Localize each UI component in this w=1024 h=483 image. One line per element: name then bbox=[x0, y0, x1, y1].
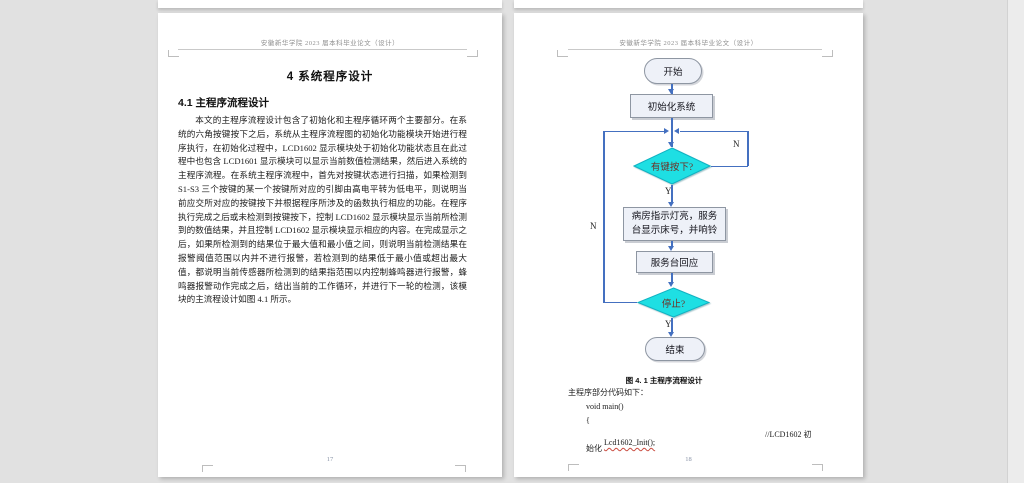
branch-label-y: Y bbox=[665, 319, 672, 329]
connector-line bbox=[671, 318, 673, 332]
page-number: 18 bbox=[685, 456, 692, 463]
arrowhead-icon bbox=[664, 128, 669, 134]
figure-caption: 图 4. 1 主程序流程设计 bbox=[625, 376, 703, 385]
connector-line bbox=[671, 185, 673, 202]
flowchart-node-init: 初始化系统 bbox=[630, 94, 713, 118]
text-boundary-corner-icon bbox=[455, 465, 466, 472]
branch-label-y: Y bbox=[665, 186, 672, 196]
arrowhead-icon bbox=[668, 89, 674, 94]
code-comment: //LCD1602 初 bbox=[765, 430, 812, 439]
branch-label-n: N bbox=[733, 139, 740, 149]
flowchart-node-alert: 病房指示灯亮，服务 台显示床号，并响铃 bbox=[623, 207, 726, 241]
document-page-17: 安徽新华学院 2023 届本科毕业论文（设计） 4 系统程序设计 4.1 主程序… bbox=[158, 13, 502, 477]
code-line-lcd-init: Lcd1602_Init(); bbox=[596, 429, 655, 456]
text-boundary-corner-icon bbox=[202, 465, 213, 472]
arrowhead-icon bbox=[668, 332, 674, 337]
header-rule bbox=[178, 49, 467, 50]
flowchart-node-end: 结束 bbox=[645, 337, 705, 361]
connector-line bbox=[671, 273, 673, 283]
header-rule bbox=[568, 49, 822, 50]
flowchart-node-respond: 服务台回应 bbox=[636, 251, 713, 273]
arrowhead-icon bbox=[668, 246, 674, 251]
flowchart-decision-stop-label: 停止? bbox=[661, 299, 686, 310]
connector-line bbox=[671, 118, 673, 147]
chapter-title: 4 系统程序设计 bbox=[286, 71, 374, 83]
flowchart-figure: 开始 初始化系统 有键按下? N Y 病房指示 bbox=[514, 13, 863, 477]
code-line-void-main: void main() bbox=[586, 402, 624, 411]
previous-page-bottom-right bbox=[514, 0, 863, 8]
arrowhead-icon bbox=[674, 128, 679, 134]
text-boundary-corner-icon bbox=[557, 50, 568, 57]
text-boundary-corner-icon bbox=[822, 50, 833, 57]
page-header-text: 安徽新华学院 2023 届本科毕业论文（设计） bbox=[619, 40, 758, 47]
flowchart-node-start: 开始 bbox=[644, 58, 702, 84]
flowchart-node-alert-line2: 台显示床号，并响铃 bbox=[631, 226, 718, 236]
text-boundary-corner-icon bbox=[467, 50, 478, 57]
previous-page-bottom-left bbox=[158, 0, 502, 8]
diamond-shape-icon bbox=[633, 147, 711, 185]
flowchart-node-respond-label: 服务台回应 bbox=[650, 259, 699, 269]
page-number: 17 bbox=[326, 456, 334, 463]
connector-line bbox=[671, 241, 673, 247]
code-line-open-brace: { bbox=[586, 416, 590, 425]
arrowhead-icon bbox=[668, 282, 674, 287]
spellcheck-underlined-token: Lcd1602_Init(); bbox=[604, 438, 656, 447]
section-heading: 4.1 主程序流程设计 bbox=[178, 97, 270, 109]
page-header-text: 安徽新华学院 2023 届本科毕业论文（设计） bbox=[260, 40, 400, 47]
vertical-scrollbar[interactable] bbox=[1007, 0, 1024, 483]
connector-line bbox=[747, 131, 749, 166]
flowchart-node-end-label: 结束 bbox=[665, 346, 685, 356]
text-boundary-corner-icon bbox=[168, 50, 179, 57]
connector-line bbox=[603, 130, 664, 132]
flowchart-node-alert-line1: 病房指示灯亮，服务 bbox=[631, 212, 718, 222]
arrowhead-icon bbox=[668, 142, 674, 147]
arrowhead-icon bbox=[668, 202, 674, 207]
text-boundary-corner-icon bbox=[812, 464, 823, 471]
connector-line bbox=[603, 301, 637, 303]
document-page-18: 安徽新华学院 2023 届本科毕业论文（设计） 开始 初始化系统 有键按下? N bbox=[514, 13, 863, 477]
code-comment-wrap: 始化 bbox=[586, 444, 602, 453]
flowchart-decision-key-label: 有键按下? bbox=[650, 163, 694, 173]
diamond-shape-icon bbox=[637, 287, 710, 318]
branch-label-n: N bbox=[590, 221, 597, 231]
body-paragraph: 本文的主程序流程设计包含了初始化和主程序循环两个主要部分。在系统的六角按键按下之… bbox=[178, 115, 467, 305]
flowchart-decision-stop: 停止? bbox=[637, 287, 710, 318]
flowchart-node-init-label: 初始化系统 bbox=[647, 103, 696, 113]
flowchart-decision-key: 有键按下? bbox=[633, 147, 711, 185]
text-boundary-corner-icon bbox=[568, 464, 579, 471]
connector-line bbox=[603, 131, 605, 303]
connector-line bbox=[680, 130, 748, 132]
flowchart-node-start-label: 开始 bbox=[663, 68, 683, 78]
code-intro: 主程序部分代码如下： bbox=[568, 388, 648, 397]
connector-line bbox=[711, 165, 748, 167]
